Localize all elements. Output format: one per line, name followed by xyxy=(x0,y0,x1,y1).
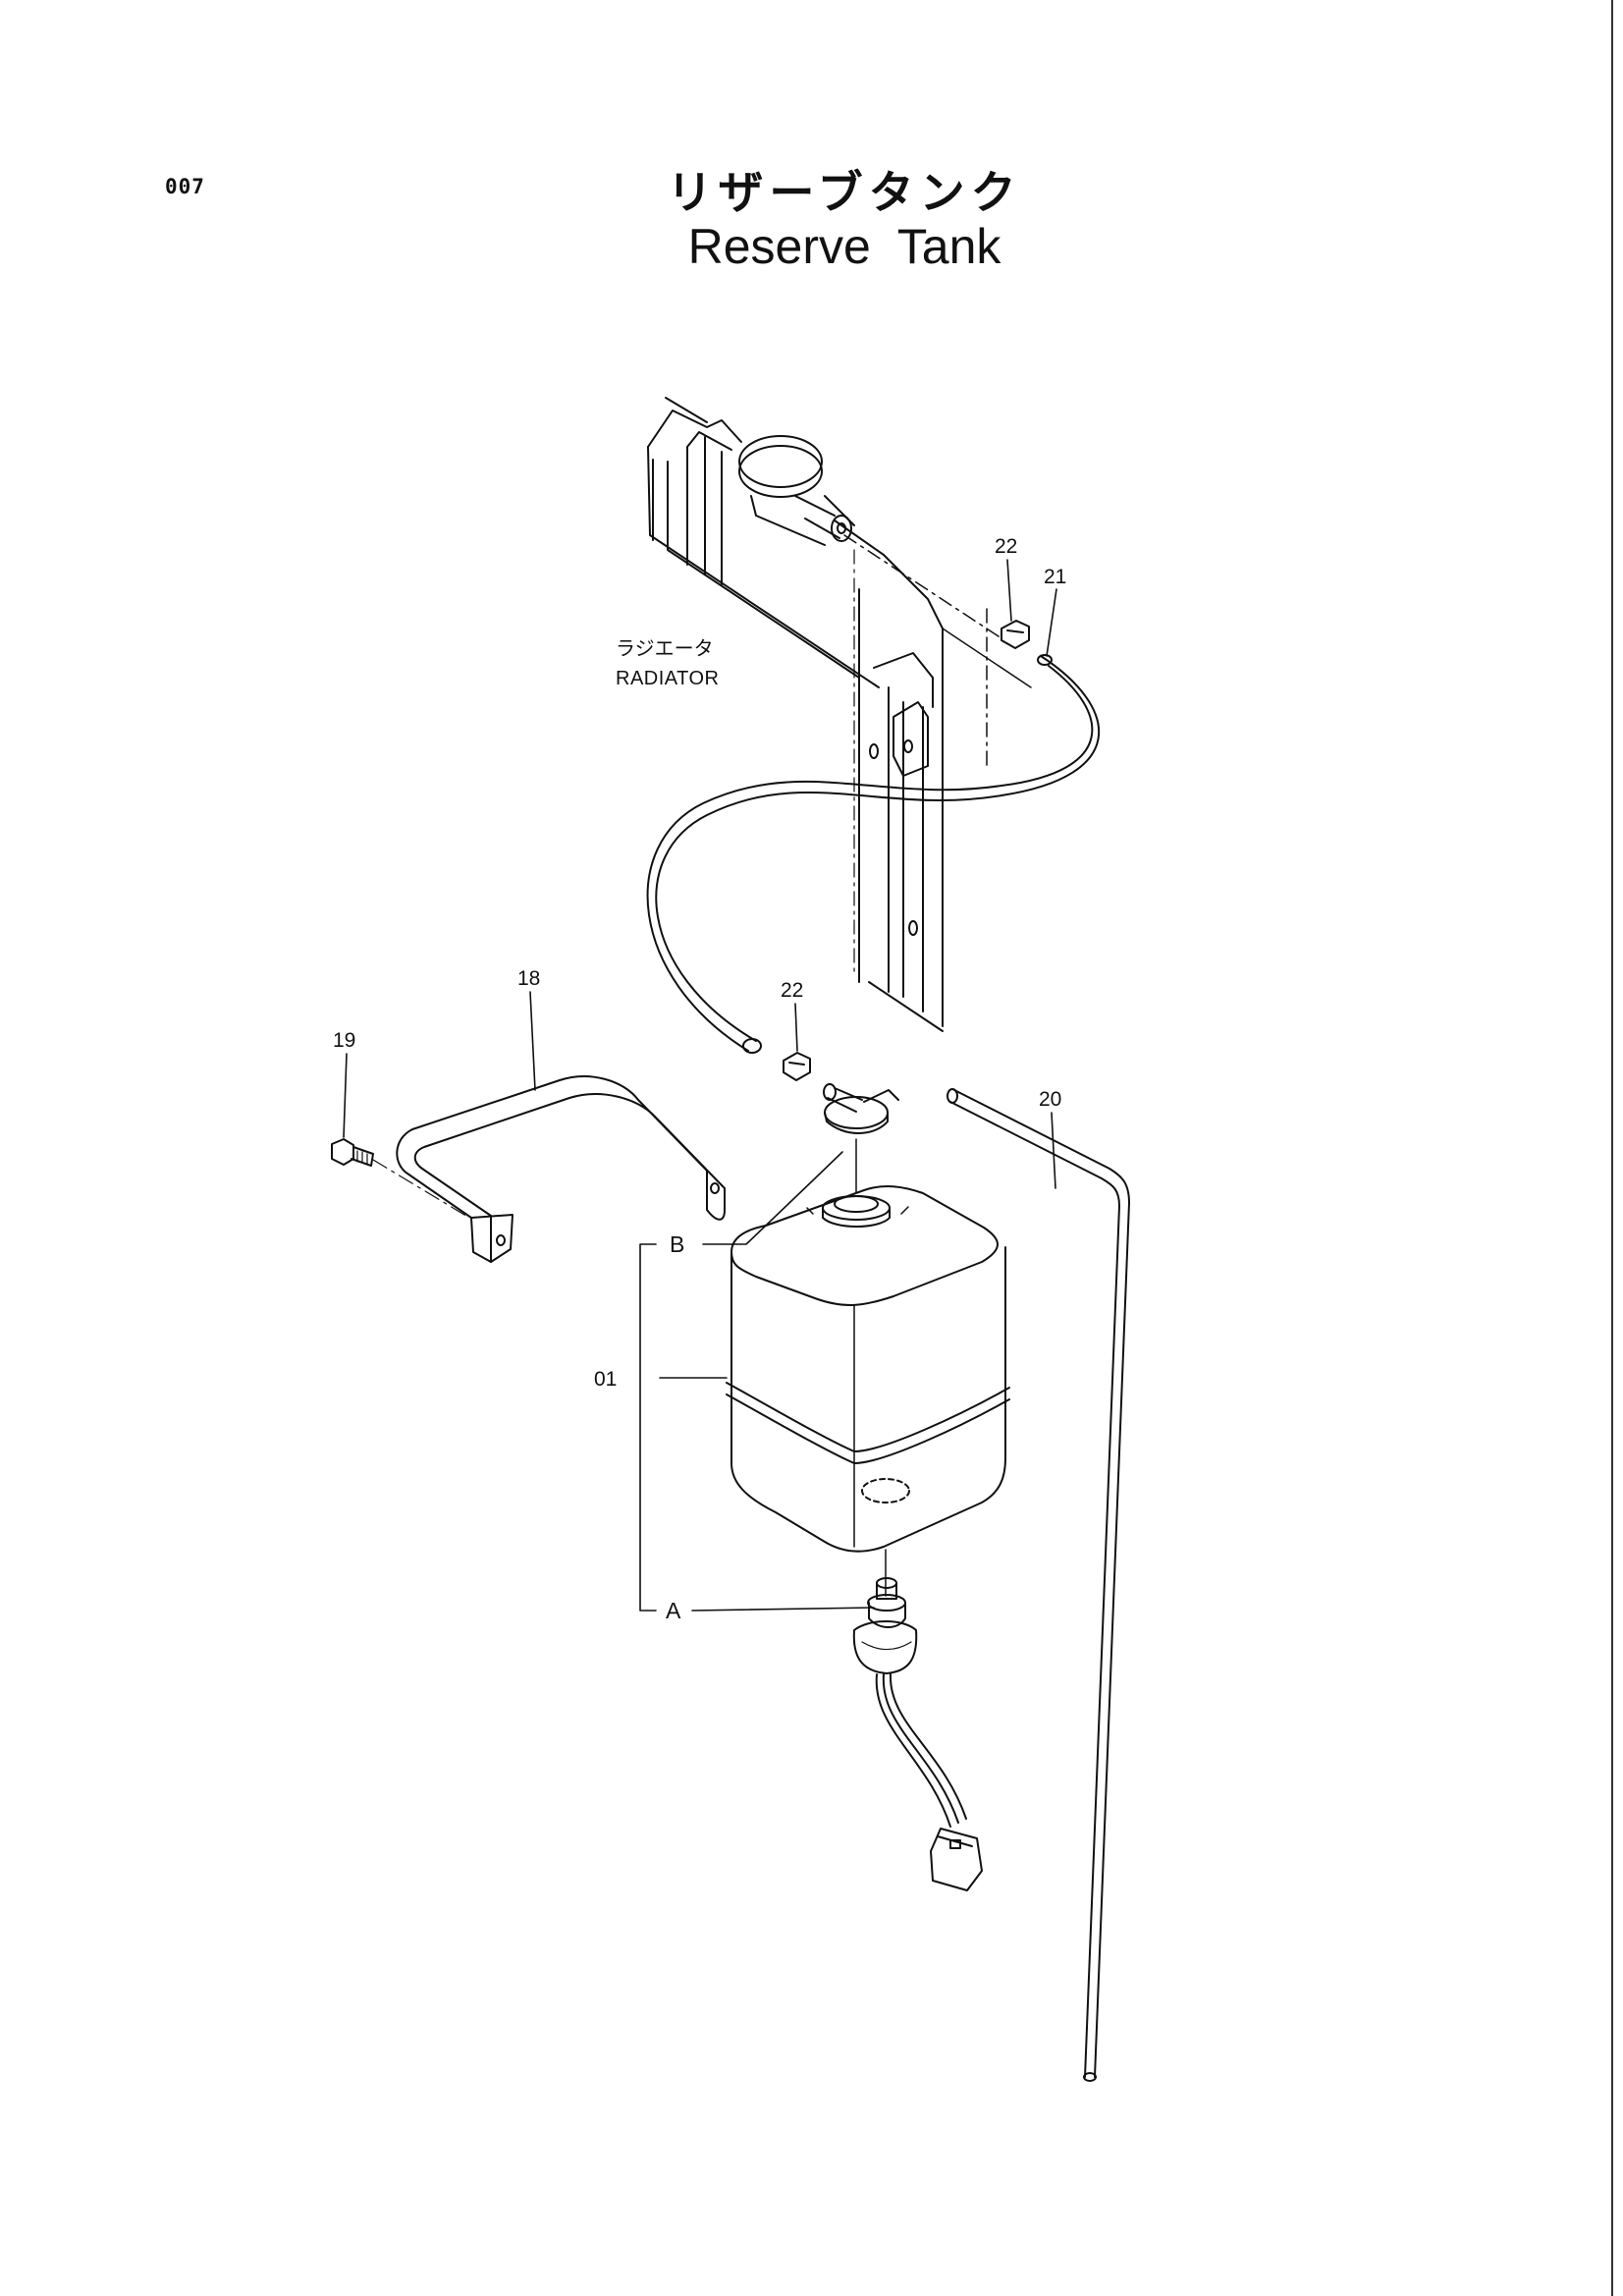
part-number-label: 19 xyxy=(333,1029,355,1052)
overflow-hose-21 xyxy=(646,654,1101,1054)
part-number-label: 22 xyxy=(781,979,803,1002)
hose-clamp-22-lower xyxy=(783,1052,811,1081)
radiator-illustration xyxy=(647,397,1032,1032)
hose-clamp-22-upper xyxy=(1001,620,1030,649)
page-title-english: Reserve Tank xyxy=(687,219,1001,274)
tank-cap-assembly xyxy=(823,1083,899,1194)
scan-edge-line xyxy=(1611,0,1613,2296)
drain-hose-20 xyxy=(947,1088,1130,2082)
reserve-tank-01 xyxy=(726,1185,1010,1597)
part-number-label: 18 xyxy=(517,967,540,990)
bolt-19 xyxy=(331,1138,470,1219)
callout-letter: A xyxy=(666,1598,681,1623)
leader-lines xyxy=(343,559,1057,1612)
part-number-label: 01 xyxy=(594,1368,617,1391)
level-sensor-assembly xyxy=(852,1577,983,1891)
page-title-japanese: リザーブタンク xyxy=(667,166,1022,219)
radiator-label-japanese: ラジエータ xyxy=(616,637,714,660)
mounting-bracket-18 xyxy=(396,1075,726,1263)
radiator-label-english: RADIATOR xyxy=(616,668,720,689)
page-number: 007 xyxy=(165,175,205,198)
part-number-label: 22 xyxy=(995,535,1017,558)
part-number-label: 20 xyxy=(1039,1088,1061,1111)
callout-letter: B xyxy=(670,1231,684,1257)
part-number-label: 21 xyxy=(1044,566,1066,588)
